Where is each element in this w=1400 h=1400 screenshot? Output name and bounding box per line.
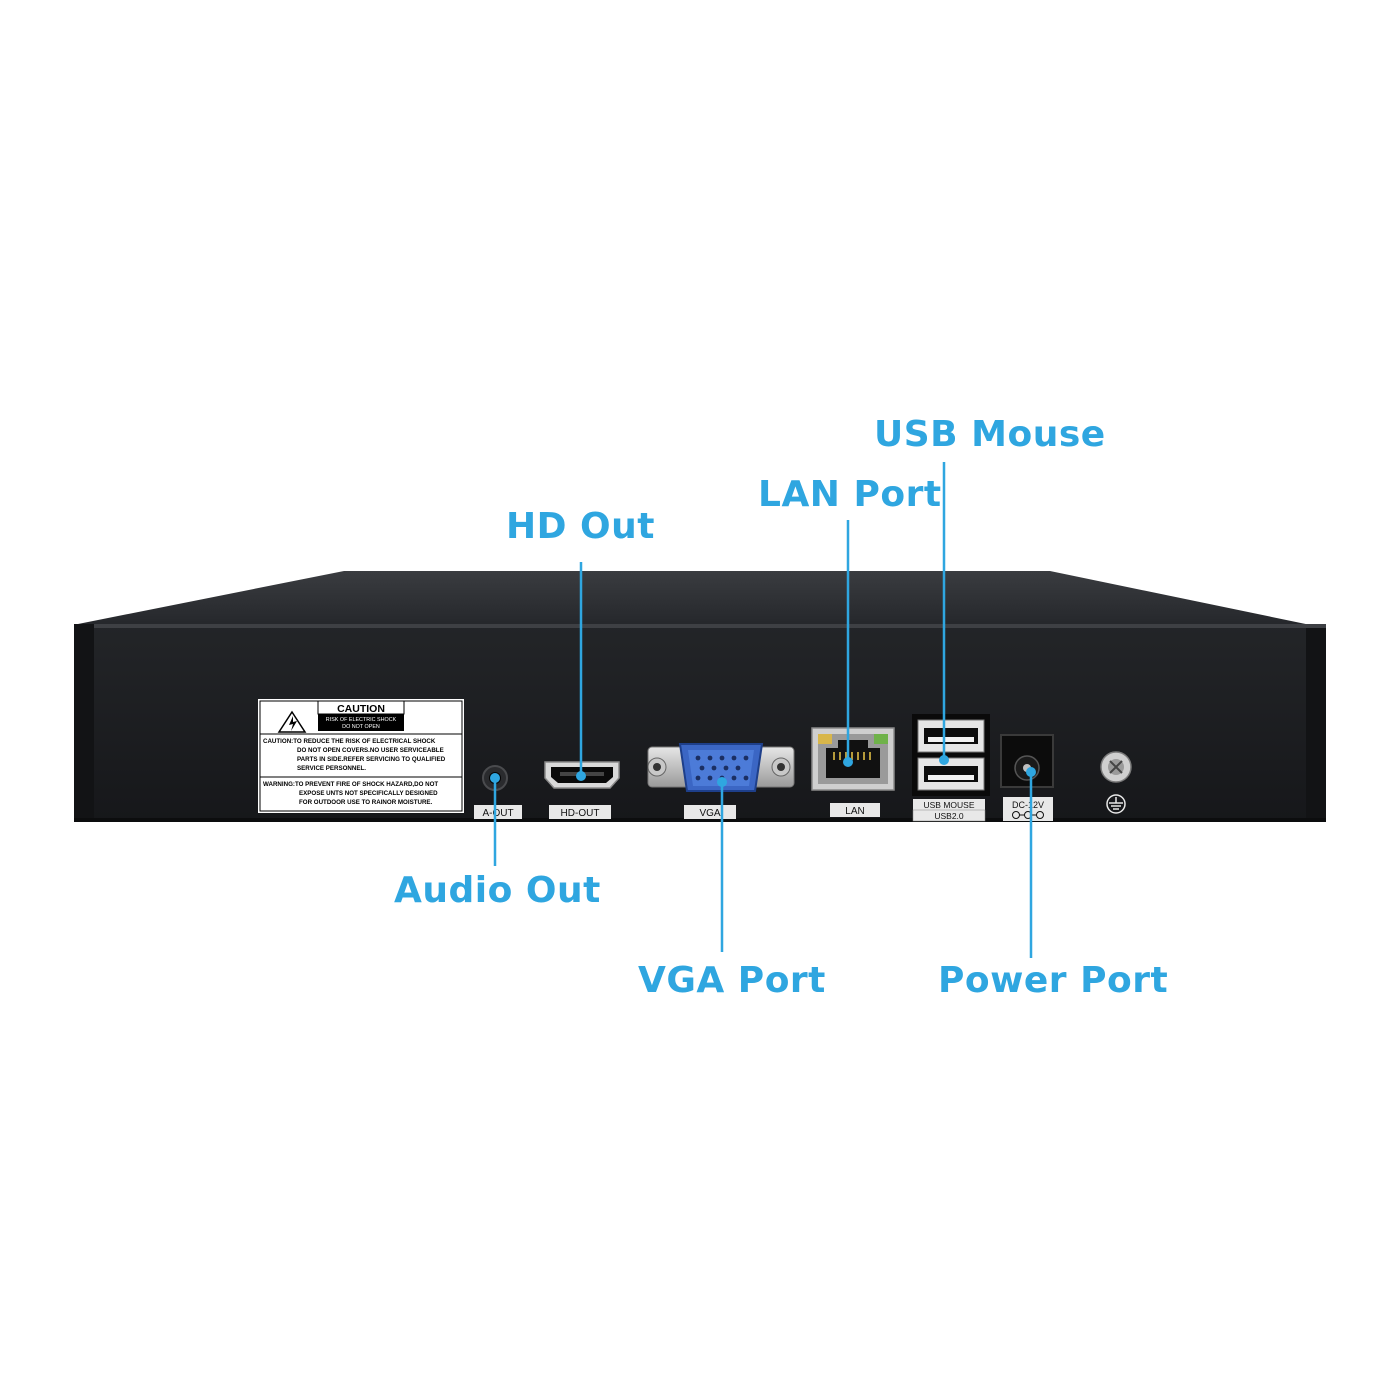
- caution-risk-line2: DO NOT OPEN: [342, 724, 380, 730]
- chassis-top-lid: [78, 571, 1325, 628]
- vga-port: [647, 743, 795, 792]
- callout-hd-out: HD Out: [506, 506, 655, 547]
- ground-screw: [1100, 751, 1132, 783]
- warning-line2: EXPOSE UNTS NOT SPECIFICALLY DESIGNED: [299, 790, 438, 797]
- lan-port: [811, 727, 895, 791]
- usb-ports: [912, 714, 990, 796]
- callout-audio-out: Audio Out: [394, 870, 601, 911]
- caution-line4: SERVICE PERSONNEL.: [297, 765, 366, 772]
- usb2-label: USB2.0: [934, 811, 964, 821]
- caution-title: CAUTION: [337, 703, 385, 715]
- vga-label: VGA: [699, 808, 720, 819]
- power-jack: [1000, 734, 1054, 788]
- ground-symbol-icon: [1106, 794, 1126, 814]
- callout-usb-mouse: USB Mouse: [874, 414, 1106, 455]
- usb-mouse-label: USB MOUSE: [923, 800, 974, 810]
- lan-label: LAN: [845, 806, 864, 817]
- caution-line2: DO NOT OPEN COVERS.NO USER SERVICEABLE: [297, 747, 444, 754]
- caution-line3: PARTS IN SIDE.REFER SERVICING TO QUALIFI…: [297, 756, 446, 763]
- dc-12v-label: DC-12V: [1012, 800, 1044, 810]
- hd-out-label: HD-OUT: [561, 808, 600, 819]
- warning-line3: FOR OUTDOOR USE TO RAINOR MOISTURE.: [299, 799, 433, 806]
- warning-line1: WARNING:TO PREVENT FIRE OF SHOCK HAZARD,…: [263, 781, 438, 788]
- callout-vga-port: VGA Port: [638, 960, 826, 1001]
- caution-risk-line1: RISK OF ELECTRIC SHOCK: [326, 717, 397, 723]
- caution-label: CAUTION RISK OF ELECTRIC SHOCK DO NOT OP…: [258, 699, 464, 813]
- warning-triangle-icon: [277, 710, 307, 733]
- callout-power-port: Power Port: [938, 960, 1169, 1001]
- a-out-label: A-OUT: [482, 808, 513, 819]
- dc-polarity-icon: [1012, 811, 1044, 819]
- caution-line1: CAUTION:TO REDUCE THE RISK OF ELECTRICAL…: [263, 738, 436, 745]
- callout-lan-port: LAN Port: [758, 474, 942, 515]
